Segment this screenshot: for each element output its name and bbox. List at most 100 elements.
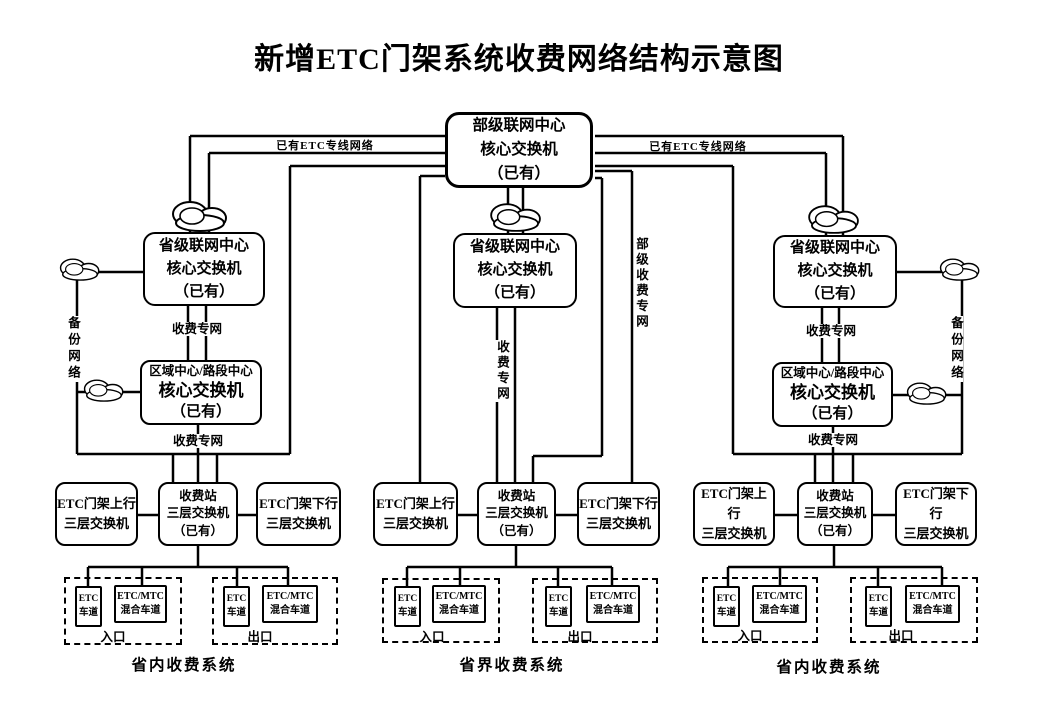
node-text: 混合车道 (593, 605, 633, 616)
node-text: ETC/MTC (909, 591, 956, 602)
node-text: （已有） (173, 283, 234, 300)
node-text: 混合车道 (120, 605, 161, 616)
etc-lane-node: ETC 车道 (865, 586, 892, 627)
node-text: 车道 (226, 607, 246, 618)
node-text: 省级联网中心 (789, 240, 880, 256)
existing-etc-line-label-left: 已有ETC专线网络 (276, 140, 374, 152)
cloud-network-icon (83, 379, 124, 402)
toll-network-label: 收费专网 (802, 433, 864, 447)
cloud-network-icon (906, 382, 947, 405)
node-text: 收费站 (816, 488, 854, 503)
node-text: 车道 (78, 607, 98, 618)
node-text: 核心交换机 (158, 381, 244, 400)
node-text: 核心交换机 (166, 260, 242, 277)
toll-network-label: 收费专网 (166, 322, 228, 336)
node-text: 车道 (716, 607, 736, 618)
node-text: 部级联网中心 (472, 117, 566, 134)
node-text: ETC门架下行 (259, 496, 338, 511)
node-text: ETC/MTC (117, 591, 164, 602)
entrance-label: 入口 (419, 630, 445, 644)
toll-network-label: 收费专网 (800, 324, 862, 338)
node-text: 收费站 (497, 488, 536, 503)
node-text: 三层交换机 (166, 506, 230, 521)
gantry-up-switch-node-left: ETC门架上行 三层交换机 (55, 482, 138, 546)
toll-network-label: 收费专网 (167, 434, 229, 448)
cloud-network-icon (59, 258, 100, 281)
node-text: （已有） (484, 285, 545, 301)
exit-label: 出口 (888, 629, 914, 643)
mixed-lane-node: ETC/MTC 混合车道 (432, 585, 486, 623)
node-text: 省级联网中心 (158, 237, 249, 254)
system-label-left: 省内收费系统 (131, 657, 237, 674)
node-text: 收费站 (179, 488, 217, 503)
node-text: 三层交换机 (903, 526, 969, 541)
station-switch-node-left: 收费站 三层交换机 （已有） (158, 482, 238, 546)
cloud-network-icon (808, 205, 859, 234)
etc-lane-node: ETC 车道 (545, 586, 572, 627)
etc-lane-node: ETC 车道 (394, 586, 421, 627)
backup-network-label-right: 备份网络 (949, 316, 963, 382)
node-text: （已有） (802, 406, 863, 422)
node-text: 三层交换机 (585, 516, 651, 531)
station-switch-node-center: 收费站 三层交换机 （已有） (477, 482, 556, 546)
node-text: 混合车道 (270, 605, 310, 616)
gantry-down-switch-node-left: ETC门架下行 三层交换机 (256, 482, 341, 546)
cloud-network-icon (939, 258, 980, 281)
node-text: 混合车道 (912, 605, 953, 616)
node-text: 车道 (397, 607, 417, 618)
gantry-up-switch-node-right: ETC门架上行 三层交换机 (693, 482, 775, 546)
node-text: 三层交换机 (265, 516, 331, 531)
node-text: （已有） (172, 523, 223, 538)
node-text: ETC/MTC (266, 591, 314, 602)
station-switch-node-right: 收费站 三层交换机 （已有） (797, 482, 873, 546)
node-text: 核心交换机 (797, 263, 873, 279)
gantry-down-switch-node-right: ETC门架下行 三层交换机 (895, 482, 977, 546)
etc-lane-node: ETC 车道 (223, 586, 250, 627)
node-text: ETC门架下行 (903, 486, 969, 521)
backup-network-label-left: 备份网络 (66, 316, 80, 382)
node-text: 区域中心/路段中心 (149, 364, 253, 378)
node-text: ETC门架下行 (579, 496, 658, 511)
node-text: 混合车道 (759, 605, 800, 616)
diagram-title: 新增ETC门架系统收费网络结构示意图 (254, 43, 784, 76)
mixed-lane-node: ETC/MTC 混合车道 (752, 585, 807, 623)
entrance-label: 入口 (737, 629, 763, 643)
provincial-core-switch-node-left: 省级联网中心 核心交换机 （已有） (143, 232, 265, 306)
provincial-core-switch-node-right: 省级联网中心 核心交换机 （已有） (773, 235, 897, 308)
toll-network-label-vertical: 收费专网 (495, 340, 509, 402)
node-text: （已有） (809, 523, 860, 538)
node-text: 区域中心/路段中心 (780, 366, 885, 380)
mixed-lane-node: ETC/MTC 混合车道 (114, 585, 167, 623)
cloud-network-icon (172, 201, 227, 232)
node-text: 混合车道 (439, 605, 479, 616)
node-text: ETC (226, 594, 247, 604)
exit-label: 出口 (567, 630, 593, 644)
gantry-up-switch-node-center: ETC门架上行 三层交换机 (373, 482, 458, 546)
node-text: 三层交换机 (485, 506, 548, 521)
provincial-core-switch-node-center: 省级联网中心 核心交换机 （已有） (453, 233, 577, 308)
mixed-lane-node: ETC/MTC 混合车道 (262, 585, 318, 623)
entrance-area-right (702, 577, 818, 643)
node-text: （已有） (487, 165, 550, 182)
ministry-toll-network-label: 部级收费专网 (634, 237, 648, 330)
node-text: ETC门架上行 (376, 496, 455, 511)
ministry-core-switch-node: 部级联网中心 核心交换机 （已有） (445, 112, 593, 188)
entrance-area-center (382, 578, 500, 643)
node-text: ETC (868, 594, 889, 604)
system-label-right: 省内收费系统 (776, 659, 882, 676)
exit-area-center (532, 578, 658, 643)
node-text: 三层交换机 (63, 516, 129, 531)
node-text: ETC/MTC (435, 591, 483, 602)
node-text: 核心交换机 (790, 383, 875, 402)
node-text: ETC/MTC (589, 591, 637, 602)
node-text: 三层交换机 (382, 516, 448, 531)
regional-core-switch-node-left: 区域中心/路段中心 核心交换机 （已有） (140, 360, 262, 425)
node-text: 核心交换机 (477, 262, 553, 278)
etc-lane-node: ETC 车道 (713, 586, 740, 627)
node-text: 省级联网中心 (469, 239, 560, 255)
node-text: （已有） (170, 404, 231, 420)
gantry-down-switch-node-center: ETC门架下行 三层交换机 (577, 482, 660, 546)
node-text: （已有） (491, 523, 542, 538)
